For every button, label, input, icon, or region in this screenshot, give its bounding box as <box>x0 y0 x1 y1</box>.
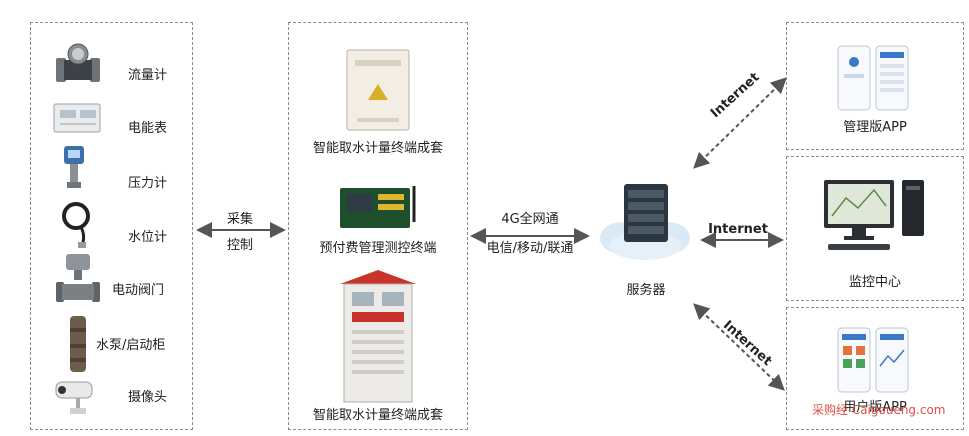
energy-meter-icon <box>53 103 101 133</box>
client-label-user: 用户版APP <box>843 400 907 415</box>
sensor-label-water-pump: 水泵/启动柜 <box>96 338 166 353</box>
terminal-label-3: 智能取水计量终端成套 <box>312 408 444 423</box>
desktop-computer-icon <box>824 180 924 250</box>
link-label-4g: 4G全网通 <box>501 212 559 227</box>
internet-arrow-lower <box>693 303 785 391</box>
pressure-gauge-icon <box>64 146 84 188</box>
watermark: 采购经 Caigoueng.com <box>812 403 946 417</box>
4g-network-arrow <box>470 228 590 244</box>
internet-label-middle: Internet <box>708 222 768 237</box>
sensor-label-camera: 摄像头 <box>128 390 168 405</box>
terminal-label-1: 智能取水计量终端成套 <box>312 141 444 156</box>
server-label: 服务器 <box>626 283 666 298</box>
user-app-panel <box>786 307 964 430</box>
server-cloud-icon <box>600 184 690 260</box>
sensor-label-pressure-gauge: 压力计 <box>128 176 168 191</box>
sensor-devices-panel <box>30 22 193 430</box>
mobile-app-icon <box>837 45 909 111</box>
terminal-label-2: 预付费管理测控终端 <box>319 241 437 256</box>
control-box-icon <box>346 49 410 131</box>
client-label-monitor: 监控中心 <box>848 275 902 290</box>
mobile-app-icon <box>837 327 909 393</box>
controller-board-icon <box>340 186 416 228</box>
sensor-label-electric-valve: 电动阀门 <box>112 283 165 298</box>
link-label-collect: 采集 <box>226 212 254 227</box>
mgmt-app-panel <box>786 22 964 150</box>
water-pump-icon <box>70 316 86 372</box>
sensor-label-water-level: 水位计 <box>128 230 168 245</box>
sensor-label-energy-meter: 电能表 <box>128 121 168 136</box>
terminals-panel <box>288 22 468 430</box>
sensor-label-flow-meter: 流量计 <box>128 68 168 83</box>
link-label-control: 控制 <box>226 238 254 253</box>
monitor-center-panel <box>786 156 964 301</box>
client-label-mgmt: 管理版APP <box>843 120 907 135</box>
metering-cabinet-icon <box>340 270 416 403</box>
collect-control-arrow <box>196 222 286 238</box>
camera-icon <box>55 381 93 414</box>
link-label-carriers: 电信/移动/联通 <box>486 241 574 256</box>
electric-valve-icon <box>56 254 100 302</box>
flow-meter-icon <box>56 43 100 82</box>
internet-arrow-middle <box>700 232 784 248</box>
water-level-sensor-icon <box>62 202 90 248</box>
